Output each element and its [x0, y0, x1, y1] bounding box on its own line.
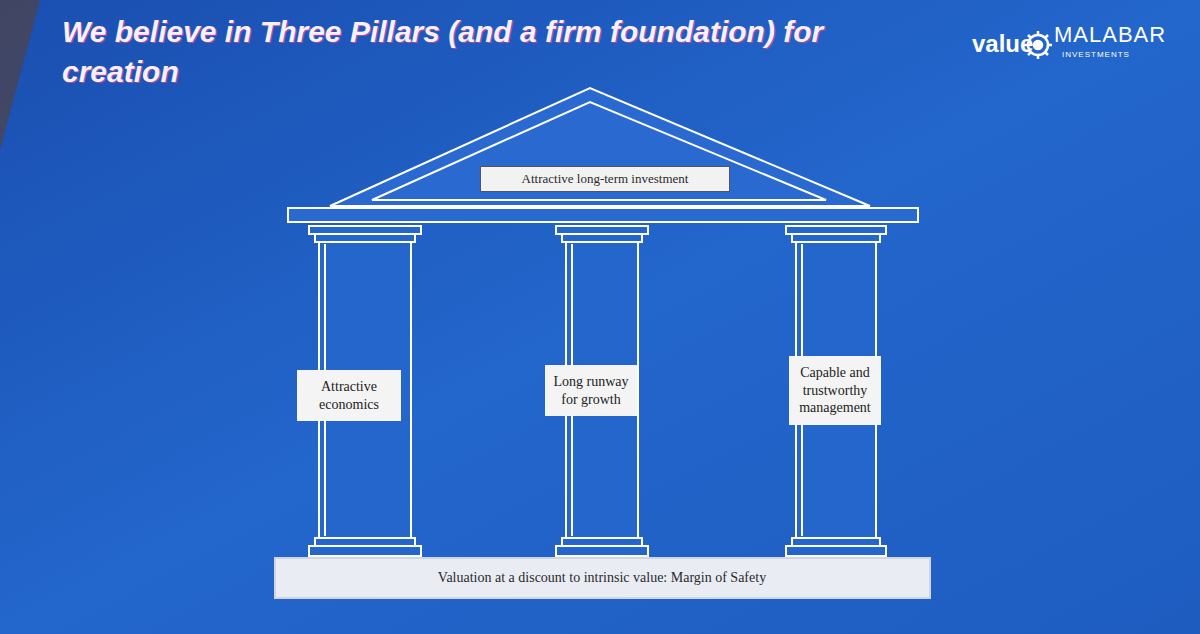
column-part — [309, 226, 421, 234]
pillar-label: Attractive economics — [297, 370, 401, 421]
column-part — [556, 546, 648, 556]
pillar-label: Long runway for growth — [545, 365, 637, 416]
pillar-label: Capable and trustworthy management — [789, 356, 881, 425]
column-part — [562, 234, 642, 242]
logo-subtitle: INVESTMENTS — [1062, 50, 1130, 59]
column-part — [315, 234, 415, 242]
column-part — [792, 538, 880, 546]
slide-title: We believe in Three Pillars (and a firm … — [62, 12, 922, 92]
column-part — [309, 546, 421, 556]
node-text: Attractive long-term investment — [522, 171, 689, 187]
node-text: Long runway for growth — [551, 373, 631, 408]
column-part — [562, 538, 642, 546]
foundation-band: Valuation at a discount to intrinsic val… — [282, 564, 922, 592]
node-text: Capable and trustworthy management — [795, 364, 875, 417]
column-part — [792, 234, 880, 242]
logo-word: value — [972, 30, 1033, 58]
column-part — [786, 226, 886, 234]
logo-name: MALABAR — [1054, 22, 1166, 48]
column-part — [796, 242, 876, 538]
node-text: Attractive economics — [303, 378, 395, 413]
node-text: Valuation at a discount to intrinsic val… — [438, 570, 766, 586]
column-part — [315, 538, 415, 546]
column-part — [786, 546, 886, 556]
pediment-label: Attractive long-term investment — [480, 166, 730, 192]
column-part — [556, 226, 648, 234]
